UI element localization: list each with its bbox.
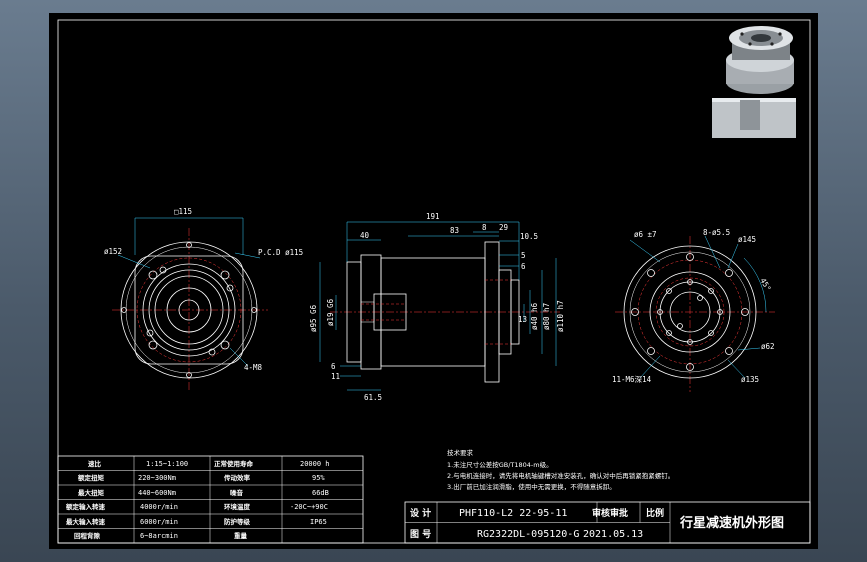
dim-pilot-dia: ø80 h7	[542, 303, 551, 330]
dim-total-length: 191	[426, 212, 440, 221]
dim-step-b: 11	[331, 372, 340, 381]
dim-mount-holes: 8-ø5.5	[703, 228, 730, 237]
rear-view	[615, 235, 775, 392]
param-label: 最大输入转速	[66, 517, 106, 526]
param-value: 66dB	[312, 489, 329, 497]
param-value: 6~8arcmin	[140, 532, 178, 540]
dim-shaft-length: 40	[360, 231, 370, 240]
param-value: 20000 h	[300, 460, 330, 468]
dim-flange-offset: 8	[482, 223, 487, 232]
params-table	[57, 455, 364, 544]
param-value: 4000r/min	[140, 503, 178, 511]
tb-model: PHF110-L2 22-95-11	[459, 508, 567, 519]
dim-tapped-holes: 11-M6深14	[612, 375, 652, 384]
param-label: 额定扭矩	[78, 473, 105, 482]
notes-heading: 技术要求	[447, 448, 474, 457]
dim-angle: 45°	[758, 277, 773, 293]
param-label: 重量	[234, 531, 248, 540]
dim-input-depth: 61.5	[364, 393, 382, 402]
param-label: 传动效率	[223, 473, 251, 482]
note-line: 2.与电机连接时，请先将电机轴键槽对准安装孔，确认对中后再锁紧抱紧螺钉。	[447, 471, 674, 480]
front-view	[112, 217, 268, 392]
dim-bolt-circle: ø145	[738, 235, 756, 244]
title-block	[404, 501, 811, 544]
tb-scale: 比例	[646, 507, 664, 519]
dim-flange-width: 29	[499, 223, 508, 232]
params-table-cells: 速比 1:15~1:100 正常使用寿命 20000 h 额定扭矩 220~30…	[66, 459, 330, 540]
dim-body-length: 83	[450, 226, 459, 235]
dim-square: □115	[174, 207, 192, 216]
note-line: 3.出厂前已加注润滑脂，使用中无需更换，不得随意拆卸。	[447, 482, 616, 491]
dim-outer-pcd: ø135	[741, 375, 759, 384]
tb-part-no: RG2322DL-095120-G	[477, 529, 579, 540]
param-value: -20C~+90C	[290, 503, 328, 511]
param-label: 环境温度	[224, 502, 251, 511]
note-line: 1.未注尺寸公差按GB/T1804-m级。	[447, 460, 553, 469]
side-view	[319, 221, 560, 391]
param-value: 6000r/min	[140, 518, 178, 526]
dim-input-bore: ø95 G6	[309, 304, 318, 332]
param-label: 速比	[88, 459, 102, 468]
tech-notes: 技术要求 1.未注尺寸公差按GB/T1804-m级。 2.与电机连接时，请先将电…	[447, 448, 674, 491]
param-label: 噪音	[230, 488, 244, 497]
tb-date: 2021.05.13	[583, 529, 643, 540]
dim-pilot-length: 10.5	[520, 232, 538, 241]
dim-threads: 4-M8	[244, 363, 263, 372]
dim-shaft-dia: ø19 G6	[326, 298, 335, 326]
tb-design-label: 设 计	[410, 507, 431, 519]
dim-pilot-bore: ø6 ±7	[634, 230, 657, 239]
param-label: 最大扭矩	[78, 488, 105, 497]
dim-outer-dia: ø152	[104, 247, 122, 256]
param-value: 95%	[312, 474, 325, 482]
param-value: 440~600Nm	[138, 489, 176, 497]
dim-step-a: 6	[331, 362, 336, 371]
dim-center-bore: ø62	[761, 342, 775, 351]
param-value: IP65	[310, 518, 327, 526]
dim-flange-dia: ø110 h7	[556, 300, 565, 332]
param-label: 防护等级	[224, 517, 251, 526]
dim-pcd: P.C.D ø115	[258, 248, 303, 257]
param-value: 1:15~1:100	[146, 460, 188, 468]
dim-output-shaft: ø40 h6	[530, 302, 539, 330]
tb-approve: 审核审批	[592, 507, 628, 519]
dim-step-d: 6	[521, 262, 526, 271]
param-value: 220~300Nm	[138, 474, 176, 482]
dim-key-height: 13	[518, 315, 527, 324]
drawing-title: 行星减速机外形图	[679, 515, 784, 531]
param-label: 回程背隙	[74, 531, 101, 540]
product-3d-image	[712, 26, 796, 138]
param-label: 正常使用寿命	[214, 459, 254, 468]
dim-step-c: 5	[521, 251, 526, 260]
param-label: 额定输入转速	[66, 502, 106, 511]
tb-drawing-no-label: 图 号	[410, 529, 431, 540]
